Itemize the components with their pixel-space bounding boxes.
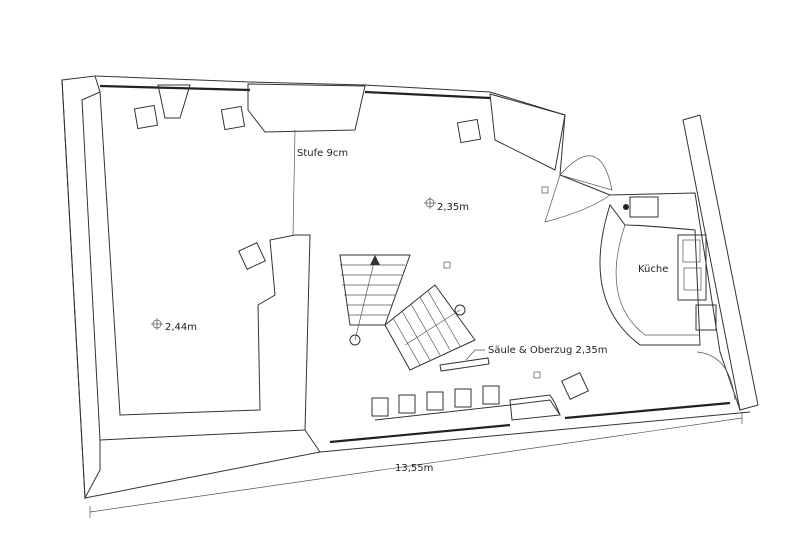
left-height-label: 2,44m: [165, 322, 197, 333]
lights: [133, 104, 589, 400]
column-beam: [439, 349, 490, 372]
height-markers: [151, 197, 436, 330]
staircase: [339, 254, 476, 371]
step-label: Stufe 9cm: [297, 148, 348, 159]
kitchen-unit: [599, 196, 717, 346]
dimension-line: [89, 412, 743, 518]
dimension-label: 13,55m: [395, 463, 433, 474]
walls: [61, 75, 759, 500]
chairs: [371, 385, 500, 417]
main-height-label: 2,35m: [437, 202, 469, 213]
column-label: Säule & Oberzug 2,35m: [488, 345, 608, 356]
kitchen-label: Küche: [638, 264, 668, 275]
